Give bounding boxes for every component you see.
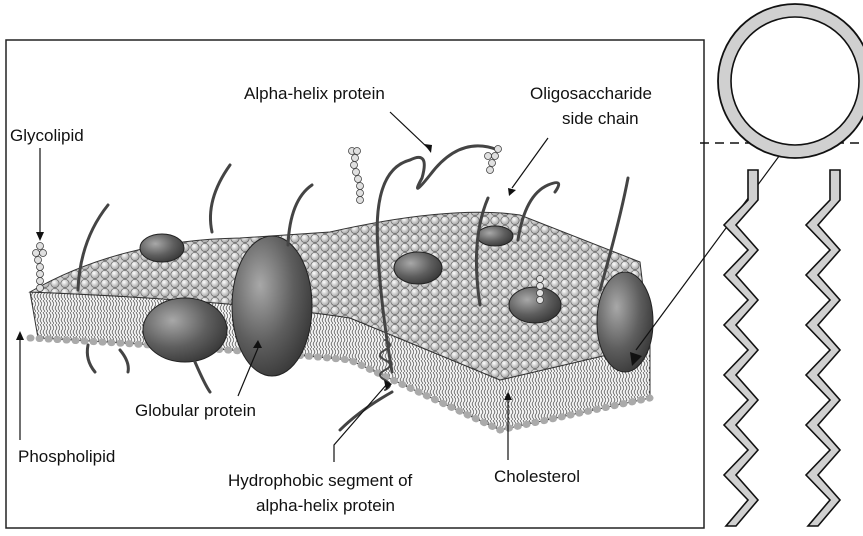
globular-protein-back2: [477, 226, 513, 246]
globular-protein-left: [143, 298, 227, 362]
hydrophobic-segment-label-line1: Hydrophobic segment of: [228, 471, 413, 490]
phosphate-head-inner: [731, 17, 859, 145]
hydrophobic-segment-label-line2: alpha-helix protein: [256, 496, 395, 515]
phospholipid-label: Phospholipid: [18, 447, 115, 466]
globular-protein-back: [140, 234, 184, 262]
globular-protein-large: [232, 236, 312, 376]
alpha-helix-protein-label: Alpha-helix protein: [244, 84, 385, 103]
glycolipid-label: Glycolipid: [10, 126, 84, 145]
globular-protein-right: [509, 287, 561, 323]
globular-protein-edge: [597, 272, 653, 372]
right-fatty-acid-tail: [806, 170, 840, 526]
oligosaccharide-label-line2: side chain: [562, 109, 639, 128]
left-fatty-acid-tail: [724, 170, 758, 526]
phospholipid-schematic: [700, 4, 863, 526]
globular-protein-label: Globular protein: [135, 401, 256, 420]
cholesterol-label: Cholesterol: [494, 467, 580, 486]
globular-protein-center: [394, 252, 442, 284]
oligosaccharide-label-line1: Oligosaccharide: [530, 84, 652, 103]
